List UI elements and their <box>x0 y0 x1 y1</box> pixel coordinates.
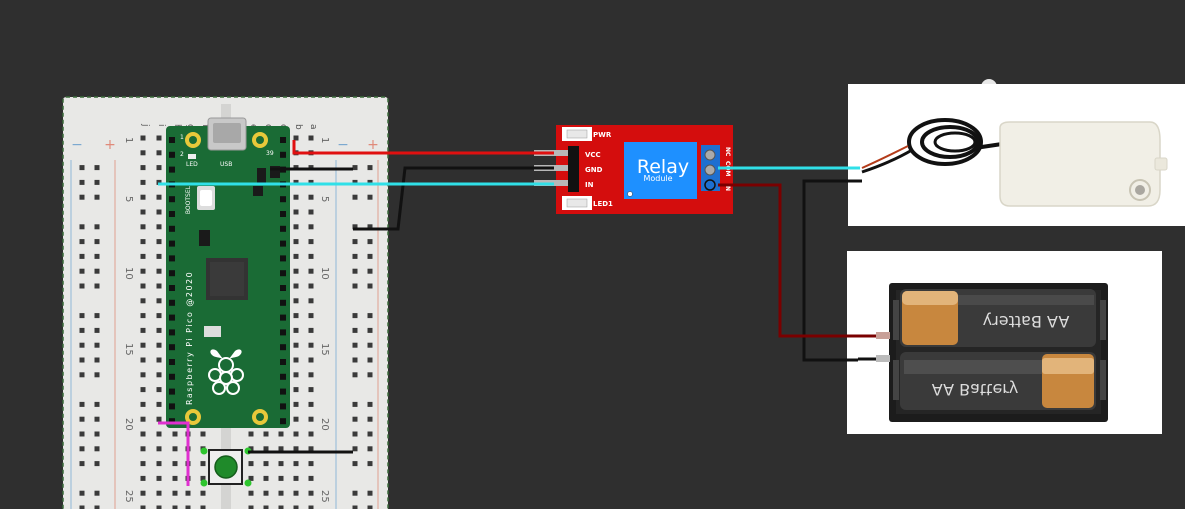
relay-in-label: IN <box>585 181 594 189</box>
row-number: 5 <box>123 196 134 202</box>
relay-nc-label: NC <box>724 147 731 157</box>
onboard-led <box>188 154 196 159</box>
column-letter: j <box>140 123 150 127</box>
row-number: 25 <box>123 490 134 503</box>
right-rail-plus: + <box>367 137 379 153</box>
wire-black-gnd-relay[interactable] <box>353 166 554 231</box>
column-letter: b <box>293 124 303 130</box>
relay-no-label: N <box>724 186 731 191</box>
wire-magenta-button[interactable] <box>158 421 190 486</box>
relay-pwr-label: PWR <box>593 131 612 139</box>
row-number: 15 <box>123 343 134 356</box>
right-rail-minus: − <box>337 137 349 153</box>
wire-black-pump[interactable] <box>802 179 862 362</box>
row-number: 10 <box>319 267 330 280</box>
pin39-label: 39 <box>266 150 274 157</box>
push-button[interactable] <box>200 447 252 487</box>
relay-module[interactable]: PWR LED1 VCC GND IN Relay Module NC COM … <box>534 125 733 214</box>
battery-label-top: AA Battery <box>983 312 1070 331</box>
relay-block <box>624 142 697 199</box>
button-cap[interactable] <box>214 455 238 479</box>
raspberry-pi-pico[interactable]: 1 2 39 LED USB BOOTSEL Raspberry Pi <box>166 117 290 428</box>
row-number: 1 <box>319 137 330 143</box>
relay-vcc-label: VCC <box>585 151 601 159</box>
water-pump[interactable] <box>848 79 1185 226</box>
pump-body <box>999 121 1161 207</box>
row-number: 1 <box>123 137 134 143</box>
relay-led1-label: LED1 <box>593 200 613 208</box>
left-rail-plus: + <box>104 137 116 153</box>
relay-title: Relay <box>637 156 689 178</box>
raspberry-logo-icon <box>208 349 244 395</box>
led-label: LED <box>186 161 198 168</box>
aa-battery-bottom: AA Battery <box>900 352 1096 410</box>
wire-darkred-battery[interactable] <box>718 183 858 338</box>
bootsel-label: BOOTSEL <box>185 185 192 214</box>
row-number: 25 <box>319 490 330 503</box>
row-number: 20 <box>319 418 330 431</box>
usb-label: USB <box>220 161 232 168</box>
row-numbers: 1 5 10 15 20 25 1 5 10 15 20 25 <box>123 137 330 503</box>
pico-board-text: Raspberry Pi Pico @2020 <box>185 271 194 405</box>
relay-gnd-label: GND <box>585 166 603 174</box>
wires <box>158 140 862 486</box>
relay-subtitle: Module <box>643 174 672 183</box>
column-letter: a <box>308 124 318 130</box>
row-number: 10 <box>123 267 134 280</box>
pin1-label: 1 <box>180 134 184 141</box>
row-number: 5 <box>319 196 330 202</box>
row-number: 15 <box>319 343 330 356</box>
wire-red-vcc[interactable] <box>292 140 554 155</box>
column-letter: i <box>156 124 166 127</box>
aa-battery-top: AA Battery <box>900 289 1096 347</box>
left-rail-minus: − <box>71 137 83 153</box>
battery-holder[interactable]: AA Battery AA Battery <box>847 251 1162 434</box>
pin2-label: 2 <box>180 151 184 158</box>
row-number: 20 <box>123 418 134 431</box>
battery-label-bottom: AA Battery <box>932 380 1019 399</box>
